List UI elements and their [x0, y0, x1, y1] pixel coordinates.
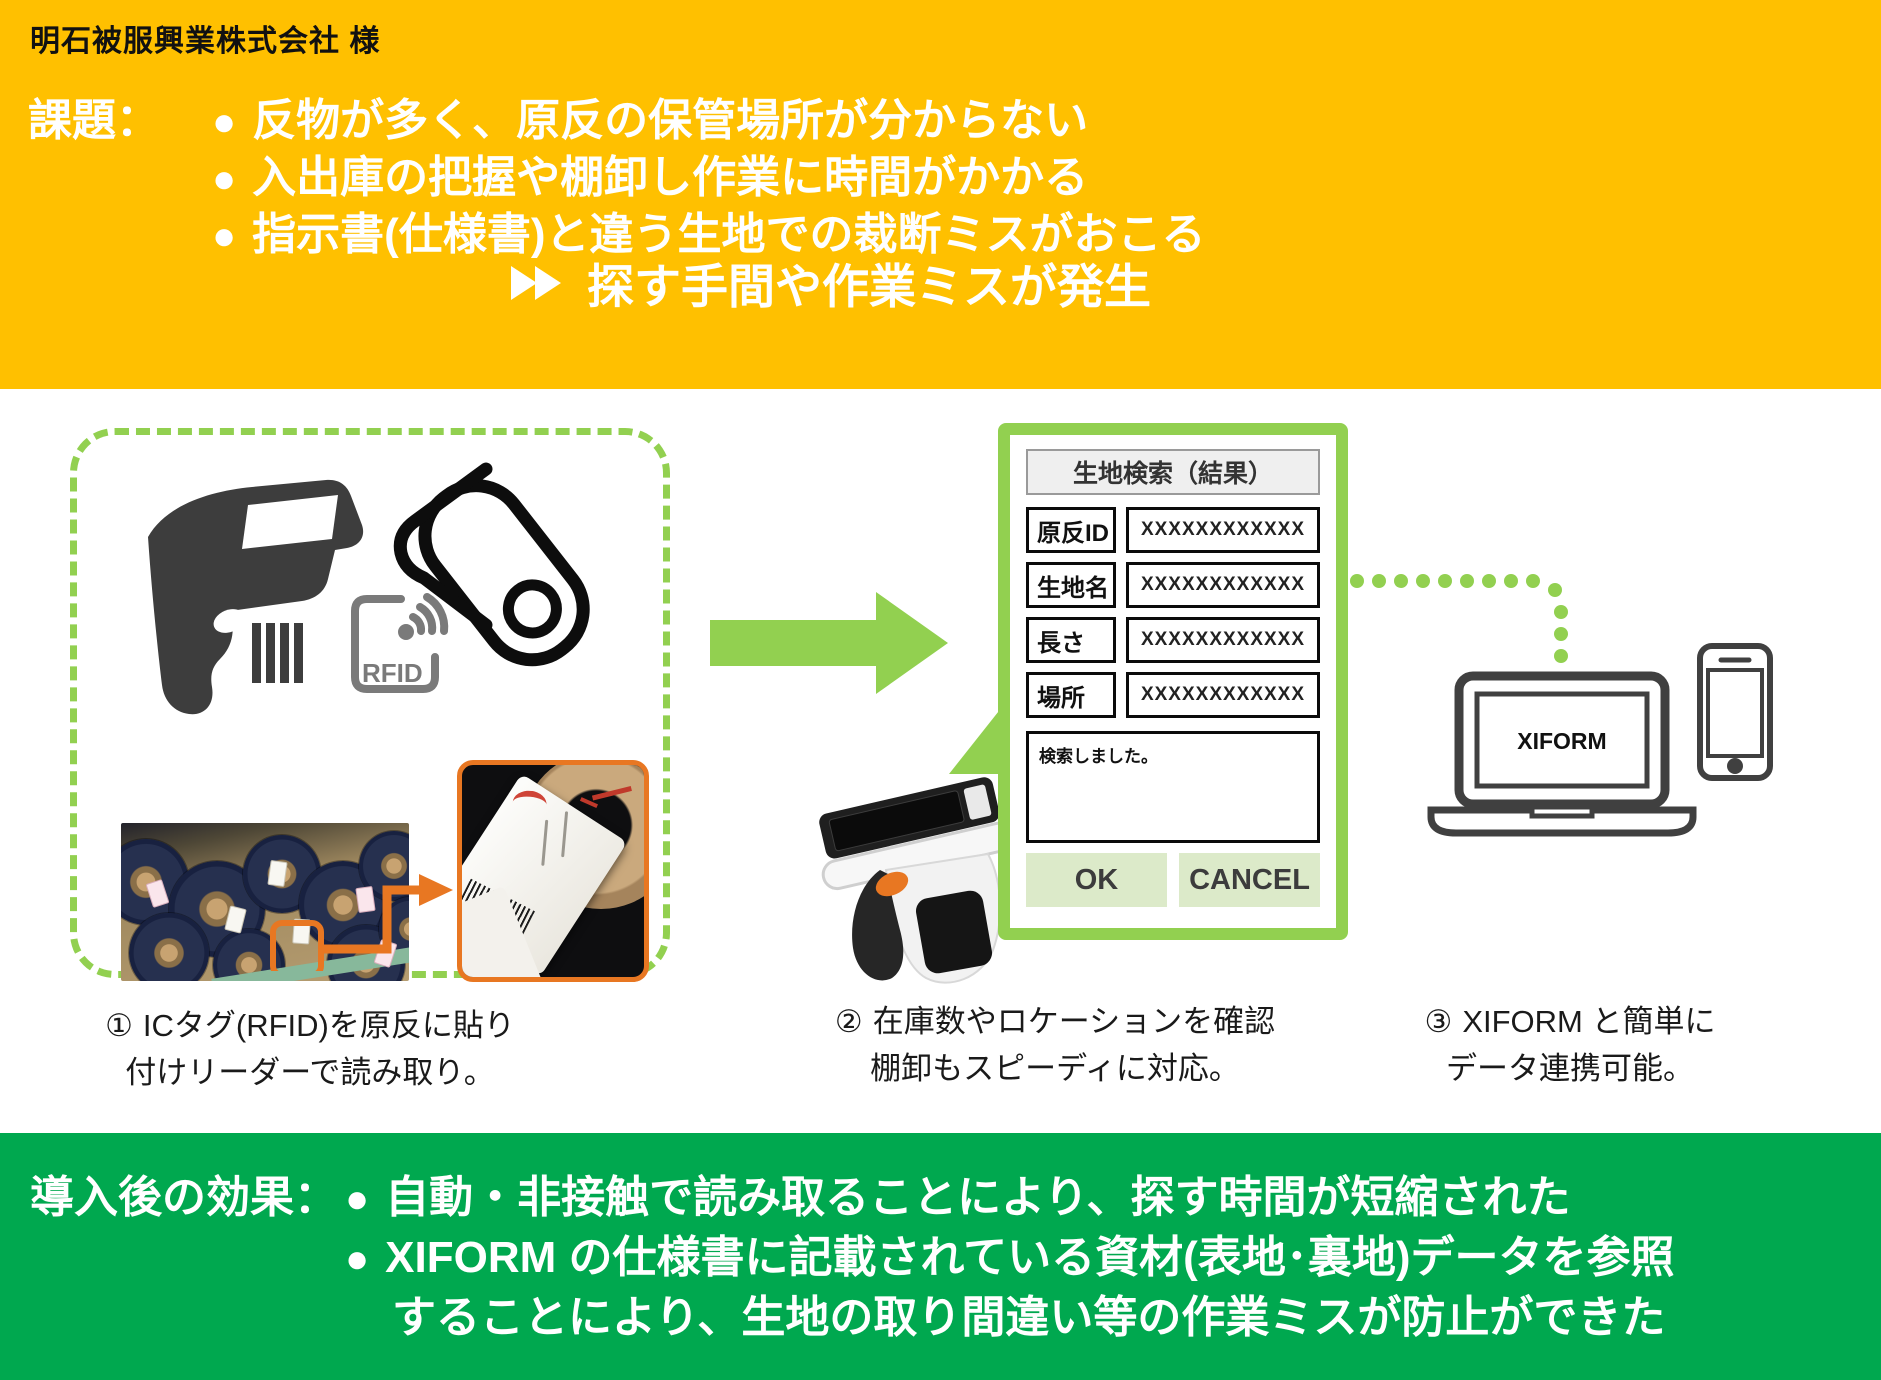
field-value: XXXXXXXXXXXX [1126, 507, 1320, 553]
rfid-tag-icon: RFID [351, 593, 449, 693]
field-row-location: 場所 XXXXXXXXXXXX [1026, 672, 1320, 718]
dotted-connector [1350, 574, 1568, 663]
challenge-banner: 明石被服興業株式会社 様 課題： ● 反物が多く、原反の保管場所が分からない ● 入… [0, 0, 1881, 389]
bullet-icon: ● [345, 1177, 370, 1221]
field-label: 場所 [1026, 672, 1116, 718]
challenge-conclusion: 探す手間や作業ミスが発生 [330, 248, 1330, 317]
fabric-rolls-photo [121, 823, 409, 981]
field-value: XXXXXXXXXXXX [1126, 672, 1320, 718]
field-label: 原反ID [1026, 507, 1116, 553]
bullet-icon: ● [212, 100, 237, 144]
laptop-icon: XIFORM [1427, 671, 1697, 837]
results-label: 導入後の効果： [30, 1173, 338, 1222]
step1-group: RFID [70, 428, 670, 982]
result-bullet-1: ●自動・非接触で読み取ることにより、探す時間が短縮された [345, 1173, 1571, 1222]
challenge-bullet-3-text: 指示書(仕様書)と違う生地での裁断ミスがおこる [252, 210, 1206, 259]
bullet-icon: ● [345, 1237, 370, 1281]
speech-bubble-tail [949, 702, 1006, 774]
result-bullet-2: ●XIFORM の仕様書に記載されている資材(表地･裏地)データを参照 [345, 1233, 1675, 1282]
panel-title: 生地検索（結果） [1026, 449, 1320, 495]
challenge-bullet-3: ● 指示書(仕様書)と違う生地での裁断ミスがおこる [212, 198, 1205, 262]
fabric-roll-icon [393, 462, 590, 667]
challenge-bullet-2: ● 入出庫の把握や棚卸し作業に時間がかかる [212, 141, 1088, 205]
challenge-label: 課題： [28, 96, 160, 145]
barcode-bars-icon [252, 623, 303, 683]
bullet-icon: ● [212, 214, 237, 258]
ok-button[interactable]: OK [1026, 853, 1167, 907]
laptop-screen-label: XIFORM [1517, 728, 1606, 754]
result-bullet-2-continued: することにより、生地の取り間違い等の作業ミスが防止ができた [392, 1293, 1666, 1342]
challenge-conclusion-text: 探す手間や作業ミスが発生 [587, 260, 1151, 313]
step2-number: ② [834, 1004, 863, 1039]
field-value: XXXXXXXXXXXX [1126, 562, 1320, 608]
panel-buttons: OK CANCEL [1026, 853, 1320, 907]
challenge-bullet-1: ● 反物が多く、原反の保管場所が分からない [212, 84, 1088, 148]
challenge-bullet-2-text: 入出庫の把握や棚卸し作業に時間がかかる [252, 153, 1089, 202]
flow-arrow-icon [710, 592, 948, 694]
step3-number: ③ [1424, 1004, 1453, 1039]
challenge-bullet-1-text: 反物が多く、原反の保管場所が分からない [252, 96, 1089, 145]
rfid-tag-label: RFID [362, 658, 423, 688]
barcode-scanner-icon [148, 479, 364, 715]
cancel-button[interactable]: CANCEL [1179, 853, 1320, 907]
field-row-fabric-name: 生地名 XXXXXXXXXXXX [1026, 562, 1320, 608]
smartphone-icon [1697, 643, 1773, 781]
double-arrow-icon [511, 265, 561, 300]
field-row-length: 長さ XXXXXXXXXXXX [1026, 617, 1320, 663]
field-label: 生地名 [1026, 562, 1116, 608]
step1-number: ① [105, 1008, 133, 1043]
tag-closeup-photo [457, 760, 649, 982]
rfid-reader-device [819, 777, 1008, 984]
result-message-box: 検索しました。 [1026, 731, 1320, 843]
field-label: 長さ [1026, 617, 1116, 663]
results-banner: 導入後の効果： ●自動・非接触で読み取ることにより、探す時間が短縮された ●XI… [0, 1133, 1881, 1380]
field-row-genhan-id: 原反ID XXXXXXXXXXXX [1026, 507, 1320, 553]
company-name: 明石被服興業株式会社 様 [30, 25, 381, 58]
field-value: XXXXXXXXXXXX [1126, 617, 1320, 663]
bullet-icon: ● [212, 157, 237, 201]
search-result-panel: 生地検索（結果） 原反ID XXXXXXXXXXXX 生地名 XXXXXXXXX… [998, 423, 1348, 940]
